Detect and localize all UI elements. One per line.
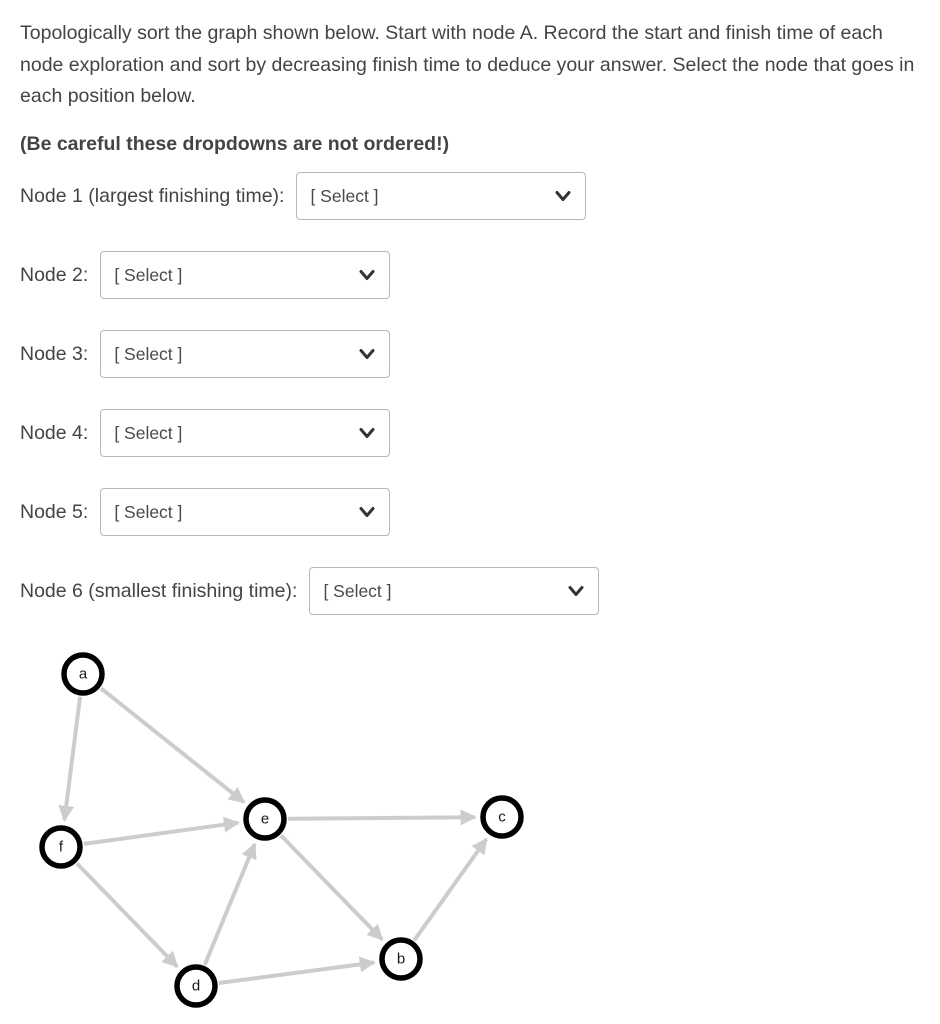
node-2-select-wrap: [ Select ] bbox=[100, 251, 391, 299]
node-f-label: f bbox=[59, 839, 64, 856]
edge-f-e bbox=[83, 816, 240, 846]
node-3-label: Node 3: bbox=[20, 342, 89, 365]
node-a-label: a bbox=[79, 666, 88, 683]
edge-b-c bbox=[412, 837, 489, 942]
node-5-row: Node 5: [ Select ] bbox=[20, 488, 920, 536]
node-1-label: Node 1 (largest finishing time): bbox=[20, 184, 285, 207]
node-4-label: Node 4: bbox=[20, 421, 89, 444]
node-b-label: b bbox=[397, 951, 405, 968]
node-2-label: Node 2: bbox=[20, 263, 89, 286]
graph-svg: a f e c b d bbox=[39, 652, 524, 1008]
node-d-circle bbox=[174, 964, 218, 1008]
node-c-circle bbox=[480, 795, 524, 839]
node-1-select[interactable]: [ Select ] bbox=[296, 172, 587, 220]
node-3-select[interactable]: [ Select ] bbox=[100, 330, 391, 378]
node-3-row: Node 3: [ Select ] bbox=[20, 330, 920, 378]
node-1-select-wrap: [ Select ] bbox=[296, 172, 587, 220]
edge-f-d bbox=[75, 862, 179, 968]
node-c-label: c bbox=[498, 809, 506, 826]
node-2-select[interactable]: [ Select ] bbox=[100, 251, 391, 299]
edge-a-e bbox=[99, 686, 246, 804]
node-6-row: Node 6 (smallest finishing time): [ Sele… bbox=[20, 567, 920, 615]
node-5-label: Node 5: bbox=[20, 500, 89, 523]
node-3-select-wrap: [ Select ] bbox=[100, 330, 391, 378]
edge-d-b bbox=[218, 956, 376, 985]
question-text: Topologically sort the graph shown below… bbox=[20, 22, 915, 107]
node-6-select[interactable]: [ Select ] bbox=[309, 567, 600, 615]
warning-text: (Be careful these dropdowns are not orde… bbox=[20, 132, 450, 155]
node-4-select-wrap: [ Select ] bbox=[100, 409, 391, 457]
node-6-select-wrap: [ Select ] bbox=[309, 567, 600, 615]
node-a-circle bbox=[61, 652, 105, 696]
node-e-label: e bbox=[261, 811, 269, 828]
graph-edges bbox=[58, 686, 489, 985]
node-1-row: Node 1 (largest finishing time): [ Selec… bbox=[20, 172, 920, 220]
edge-e-c bbox=[287, 809, 477, 826]
edge-d-e bbox=[202, 842, 257, 966]
node-5-select[interactable]: [ Select ] bbox=[100, 488, 391, 536]
node-5-select-wrap: [ Select ] bbox=[100, 488, 391, 536]
node-4-select[interactable]: [ Select ] bbox=[100, 409, 391, 457]
node-d-label: d bbox=[192, 978, 200, 995]
node-4-row: Node 4: [ Select ] bbox=[20, 409, 920, 457]
node-b-circle bbox=[379, 937, 423, 981]
node-f-circle bbox=[39, 825, 83, 869]
node-e-circle bbox=[243, 797, 287, 841]
graph-nodes: a f e c b d bbox=[39, 652, 524, 1008]
edge-e-b bbox=[279, 834, 384, 941]
node-6-label: Node 6 (smallest finishing time): bbox=[20, 579, 298, 602]
node-2-row: Node 2: [ Select ] bbox=[20, 251, 920, 299]
edge-a-f bbox=[58, 696, 83, 822]
